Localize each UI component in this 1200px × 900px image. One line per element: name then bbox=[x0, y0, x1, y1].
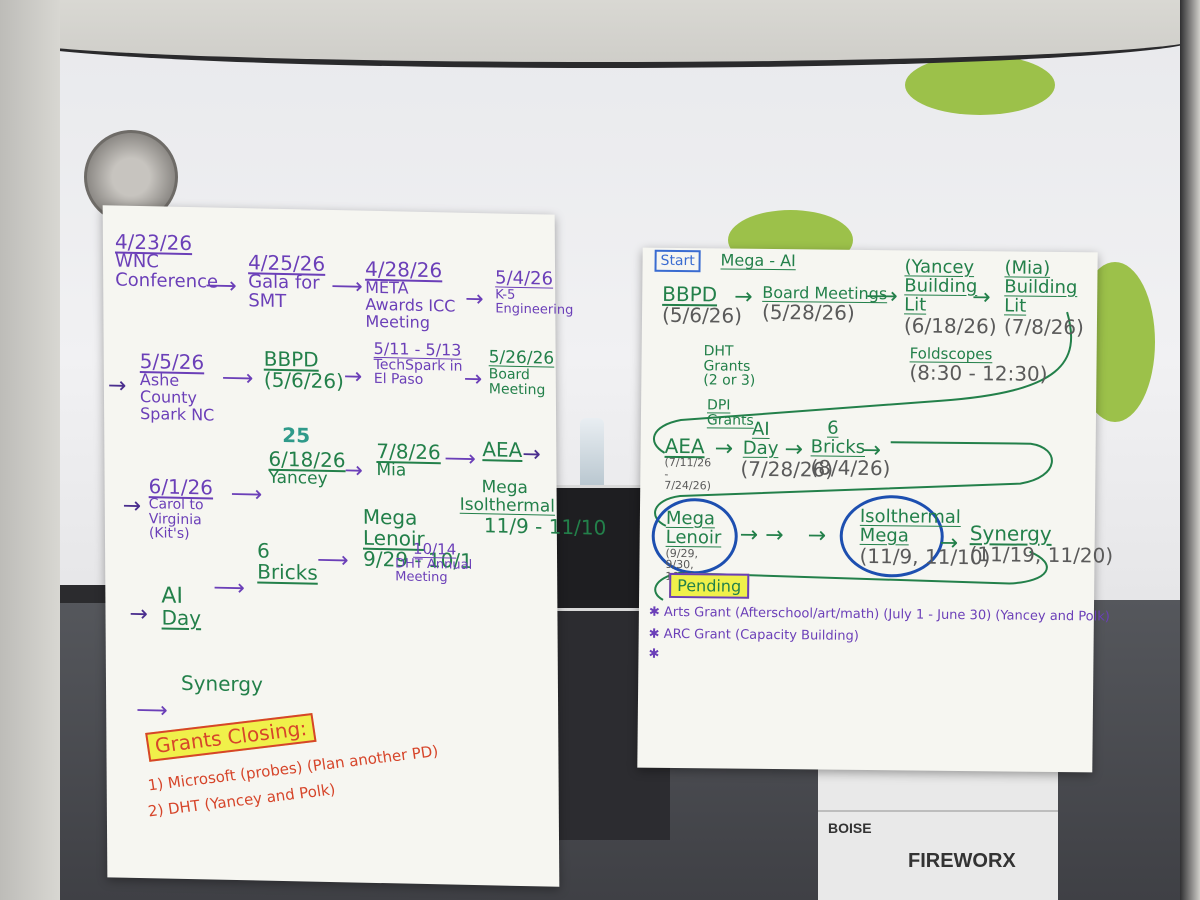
arrow-right-icon: ⟶ bbox=[230, 481, 263, 508]
timeline-node: AEA (7/11/26 - 7/24/26) bbox=[664, 433, 712, 493]
asterisk-icon: ✱ bbox=[648, 626, 664, 642]
timeline-node: (Mia) Building Lit (7/8/26) bbox=[1003, 257, 1085, 339]
arrow-right-icon: → bbox=[714, 436, 734, 462]
timeline-node: 5/5/26 Ashe County Spark NC bbox=[139, 348, 215, 425]
arrow-right-icon: → bbox=[522, 442, 541, 468]
box-brand-fireworx: FIREWORX bbox=[908, 850, 1016, 872]
timeline-node: BBPD (5/6/26) bbox=[263, 346, 344, 394]
arrow-right-icon: → bbox=[344, 458, 363, 484]
arrow-right-icon: → bbox=[343, 364, 363, 390]
timeline-node: 5/4/26 K-5 Engineering bbox=[495, 267, 574, 318]
arrow-right-icon: → bbox=[122, 493, 142, 520]
arrow-right-icon: → bbox=[939, 530, 959, 556]
asterisk-icon: ✱ bbox=[648, 604, 665, 620]
arrow-right-icon: → bbox=[463, 366, 483, 393]
mirror-frame-right bbox=[1180, 0, 1200, 900]
arrow-right-icon: → bbox=[465, 286, 484, 313]
mirror-frame-left bbox=[0, 0, 60, 900]
arrow-right-icon: → bbox=[734, 284, 753, 310]
mega-ai-node: Mega - AI bbox=[720, 250, 796, 271]
arrow-right-icon: → → bbox=[739, 522, 784, 549]
timeline-node: 6/18/26 Yancey bbox=[268, 446, 346, 489]
timeline-connector-line bbox=[653, 311, 1073, 601]
mirror-frame-top bbox=[0, 0, 1200, 68]
timeline-node: AI Day bbox=[161, 583, 202, 631]
timeline-node: 4/28/26 META Awards ICC Meeting bbox=[364, 256, 456, 332]
arrow-right-icon: ⟶ bbox=[136, 697, 168, 724]
box-brand-boise: BOISE bbox=[828, 820, 872, 836]
green-wall-dot bbox=[905, 55, 1055, 115]
timeline-node: AEA bbox=[482, 437, 523, 463]
timeline-node: 5/26/26 Board Meeting bbox=[488, 347, 555, 399]
arrow-right-icon: ⟶ bbox=[221, 365, 254, 392]
timeline-node: Synergy (11/19, 11/20) bbox=[969, 521, 1114, 568]
grants-closing-section: Grants Closing: 1) Microsoft (probes) (P… bbox=[145, 712, 440, 820]
dht-grants-node: DHT Grants (2 or 3) bbox=[703, 343, 756, 390]
timeline-node: 4/25/26 Gala for SMT bbox=[247, 250, 326, 312]
timeline-node-synergy: Synergy bbox=[180, 670, 263, 697]
hand-sanitizer-bottle bbox=[580, 418, 604, 488]
arrow-right-icon: ⟶ bbox=[213, 575, 245, 602]
left-chart-paper: 4/23/26 WNC Conference ⟶ 4/25/26 Gala fo… bbox=[102, 205, 606, 887]
arrow-right-icon: ⟶ bbox=[205, 273, 237, 300]
timeline-node: 5/11 - 5/13 TechSpark in El Paso bbox=[373, 338, 463, 389]
pending-label: Pending bbox=[669, 572, 750, 599]
arrow-right-icon: ⟶ bbox=[317, 547, 349, 574]
arrow-right-icon: → bbox=[784, 437, 804, 463]
timeline-node: 7/8/26 Mia bbox=[376, 438, 441, 481]
right-chart-paper: Start Mega - AI BBPD (5/6/26) → Board Me… bbox=[637, 247, 1113, 773]
arrow-right-icon: → bbox=[129, 601, 149, 628]
arrow-right-icon: → bbox=[107, 373, 127, 399]
arrow-right-icon: → bbox=[972, 285, 991, 311]
timeline-node: 10/14 DHT Annual Meeting bbox=[395, 539, 473, 586]
timeline-node: Mega Isolthermal 11/9 - 11/10 bbox=[459, 477, 607, 540]
arrow-right-icon: ⟶ bbox=[331, 273, 363, 300]
asterisk-icon: ✱ bbox=[648, 646, 660, 662]
foldscopes-node: Foldscopes (8:30 - 12:30) bbox=[909, 344, 1048, 386]
timeline-node: 6 Bricks bbox=[256, 538, 318, 585]
arrow-right-icon: ⟶ bbox=[866, 283, 898, 310]
arrow-right-icon: → bbox=[807, 523, 827, 549]
pending-item: ✱ bbox=[648, 646, 660, 662]
arrow-right-icon: ⟶ bbox=[444, 446, 477, 473]
timeline-node: Mega Lenoir (9/29, 9/30, 10/1) bbox=[665, 507, 722, 583]
pending-item: ✱ ARC Grant (Capacity Building) bbox=[648, 626, 859, 644]
note-number: 25 bbox=[282, 422, 311, 448]
arrow-right-icon: → bbox=[862, 437, 882, 464]
timeline-node: BBPD (5/6/26) bbox=[661, 281, 743, 328]
start-label: Start bbox=[654, 249, 701, 273]
